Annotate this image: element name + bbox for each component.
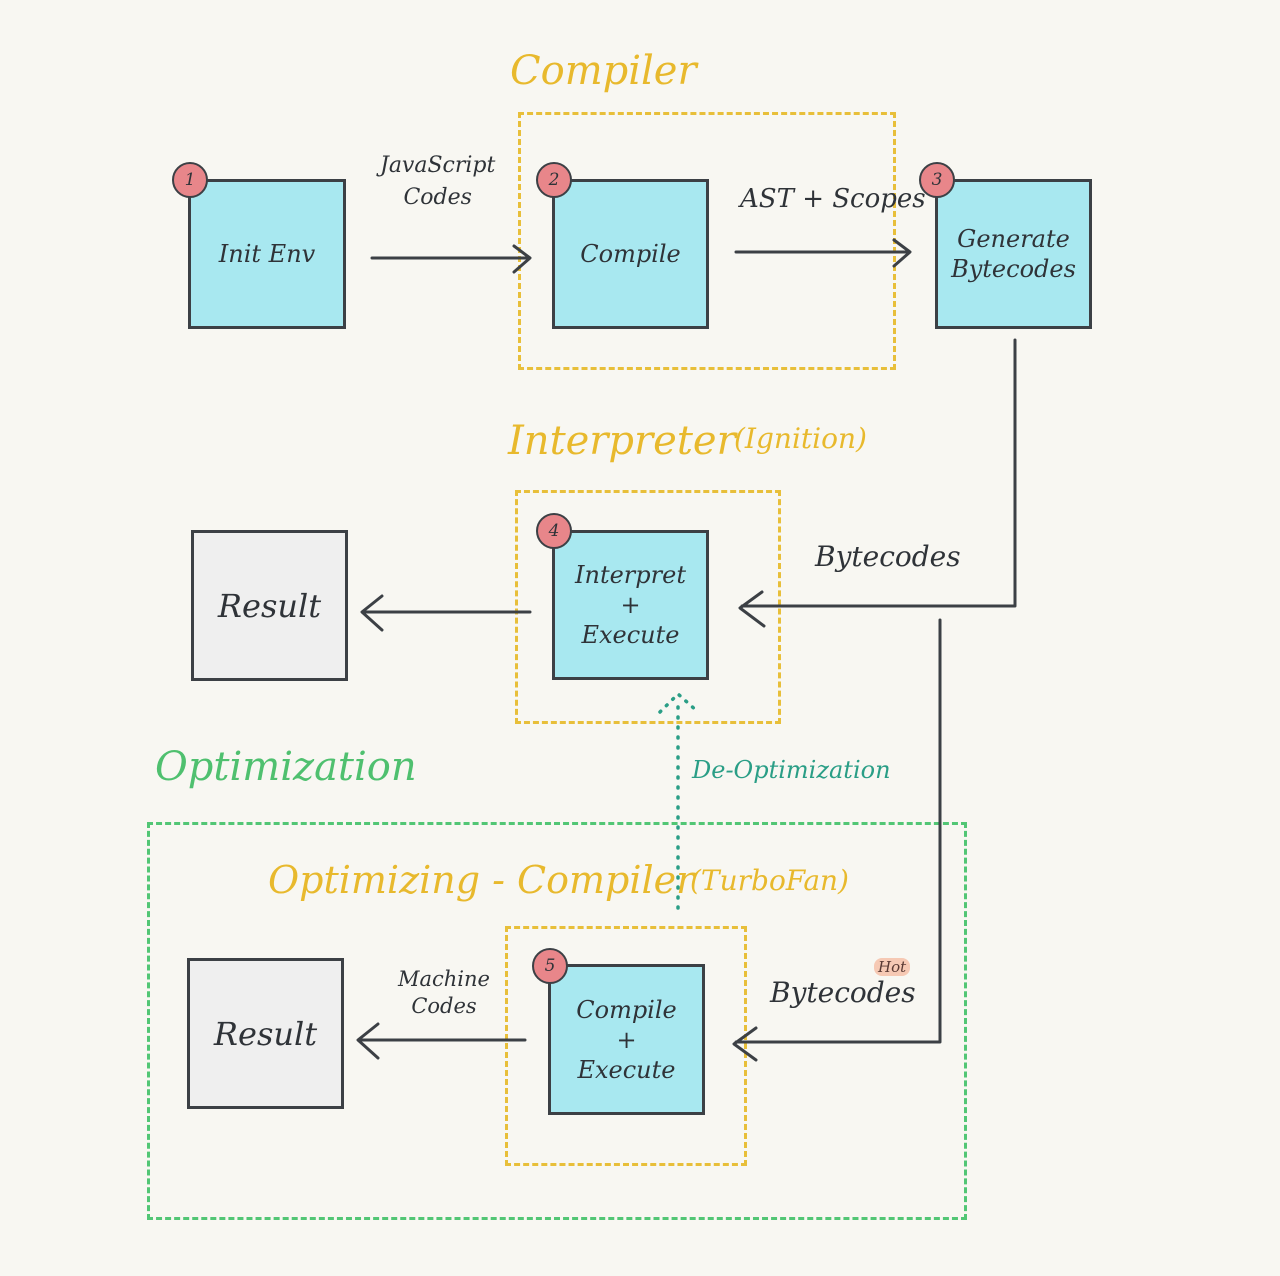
step-init-env-label: Init Env xyxy=(218,240,316,268)
step-compile-label: Compile xyxy=(580,240,681,268)
step-3-badge: 3 xyxy=(919,162,955,198)
edge-label-machine-codes: Machine Codes xyxy=(398,967,490,1019)
optimization-frame xyxy=(147,822,967,1220)
step-generate-bytecodes-label: Generate Bytecodes xyxy=(951,225,1076,283)
arrow-machine-codes xyxy=(356,1022,527,1060)
interpreter-section-label: Interpreter xyxy=(508,418,736,464)
arrow-deopt-head xyxy=(658,691,700,714)
arrow-bytecodes-hot xyxy=(732,618,942,1062)
optimizing-compiler-section-label: Optimizing - Compiler xyxy=(268,858,695,902)
optimizing-compiler-frame xyxy=(505,926,747,1166)
arrow-ast-scopes xyxy=(734,238,912,268)
result-label: Result xyxy=(213,1014,318,1053)
step-compile: Compile xyxy=(552,179,709,329)
step-2-badge: 2 xyxy=(536,162,572,198)
step-init-env: Init Env xyxy=(188,179,346,329)
step-interpret-execute: Interpret + Execute xyxy=(552,530,709,680)
arrow-js-codes xyxy=(370,244,532,274)
edge-label-deopt: De-Optimization xyxy=(692,756,891,784)
step-compile-execute-label: Compile + Execute xyxy=(576,995,677,1084)
step-interpret-execute-label: Interpret + Execute xyxy=(575,561,686,649)
edge-label-js-codes: JavaScript Codes xyxy=(380,153,496,210)
step-generate-bytecodes: Generate Bytecodes xyxy=(935,179,1092,329)
compiler-section-label: Compiler xyxy=(510,48,697,94)
result-label: Result xyxy=(217,586,322,625)
optimizing-compiler-engine-label: (TurboFan) xyxy=(690,864,849,897)
edge-label-bytecodes-hot: Bytecodes xyxy=(770,976,916,1009)
step-1-badge: 1 xyxy=(172,162,208,198)
arrow-result-1 xyxy=(360,594,532,632)
result-box-interpreter: Result xyxy=(191,530,348,681)
arrow-bytecodes xyxy=(738,338,1017,628)
edge-label-bytecodes: Bytecodes xyxy=(815,540,961,573)
hot-tag: Hot xyxy=(874,958,911,976)
result-box-optimized: Result xyxy=(187,958,344,1109)
optimization-section-label: Optimization xyxy=(155,744,417,790)
interpreter-engine-label: (Ignition) xyxy=(734,422,867,455)
step-5-badge: 5 xyxy=(532,948,568,984)
step-4-badge: 4 xyxy=(536,513,572,549)
step-compile-execute: Compile + Execute xyxy=(548,964,705,1115)
edge-label-ast-scopes: AST + Scopes xyxy=(740,184,926,214)
